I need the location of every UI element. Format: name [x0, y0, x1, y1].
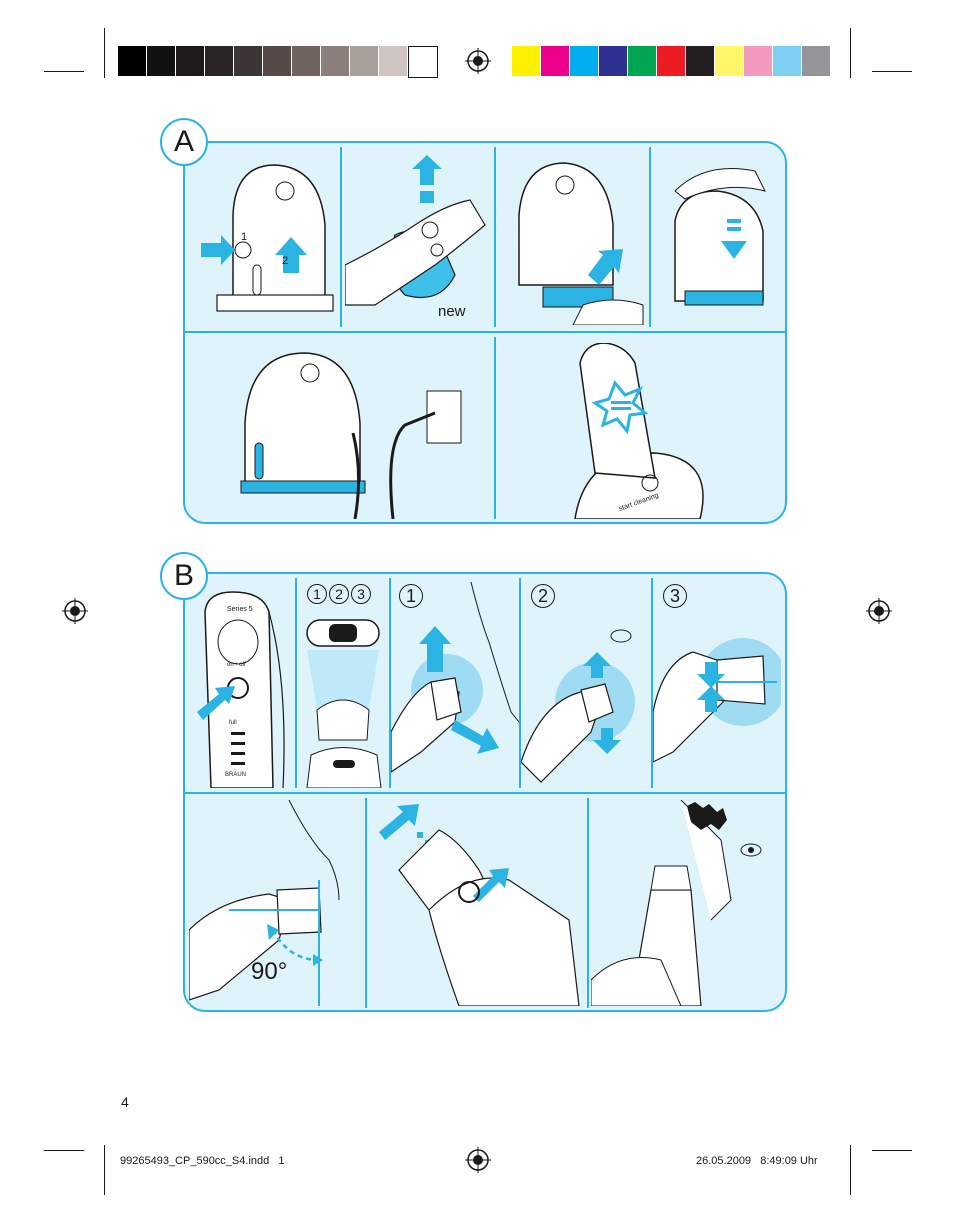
angle-label: 90°: [251, 958, 288, 985]
trim-moustache-illustration: [521, 629, 635, 783]
color-swatch: [118, 46, 146, 76]
position-badge-1: 1: [307, 584, 327, 604]
cartridge-remove-illustration: [345, 155, 486, 306]
color-swatch: [773, 46, 801, 76]
footer-file-name: 99265493_CP_590cc_S4.indd 1: [120, 1155, 285, 1167]
trim-sideburns-illustration: [391, 582, 519, 773]
color-swatch: [350, 46, 378, 76]
color-swatch: [570, 46, 598, 76]
station-plug-illustration: [240, 352, 462, 519]
panel-a: 1 2 new: [183, 141, 787, 524]
color-swatch: [802, 46, 830, 76]
step-badge-1: 1: [399, 584, 423, 608]
color-swatch: [686, 46, 714, 76]
step-badge-2: 2: [531, 584, 555, 608]
station-press-illustration: [674, 168, 766, 306]
page-number: 4: [121, 1094, 129, 1110]
color-swatch: [234, 46, 262, 76]
full-label: full: [229, 720, 237, 726]
step-marker-2: 2: [282, 255, 289, 267]
long-hair-trimmer-illustration: [591, 800, 762, 1006]
crop-mark-bl-h: [44, 1150, 84, 1151]
color-swatch: [147, 46, 175, 76]
pull-head-illustration: [379, 804, 580, 1006]
brand-label: BRAUN: [225, 772, 247, 778]
color-swatch: [321, 46, 349, 76]
step-marker-1: 1: [241, 231, 248, 243]
color-swatch: [176, 46, 204, 76]
position-badge-2: 2: [329, 584, 349, 604]
color-swatch: [715, 46, 743, 76]
new-cartridge-label: new: [438, 303, 466, 320]
crop-mark-br-h: [872, 1150, 912, 1151]
color-swatch: [205, 46, 233, 76]
section-b-badge: B: [160, 552, 208, 600]
crop-mark-tr-v: [850, 28, 851, 78]
color-swatch: [408, 46, 438, 78]
position-badges: 1 2 3: [307, 584, 387, 606]
step-badge-3: 3: [663, 584, 687, 608]
trim-angle-illustration: [189, 800, 340, 1006]
shaver-in-station-illustration: [574, 343, 704, 519]
crop-mark-tr-h: [872, 71, 912, 72]
section-a-badge: A: [160, 118, 208, 166]
color-swatch: [512, 46, 540, 76]
color-swatch: [657, 46, 685, 76]
registration-mark-left: [62, 598, 88, 624]
cartridge-insert-illustration: [518, 162, 644, 325]
color-swatch: [263, 46, 291, 76]
registration-mark-top: [465, 48, 491, 74]
registration-mark-bottom: [465, 1147, 491, 1173]
color-swatch: [599, 46, 627, 76]
crop-mark-tl-v: [104, 28, 105, 78]
color-swatch: [541, 46, 569, 76]
registration-mark-right: [866, 598, 892, 624]
shaver-on-off-illustration: [197, 591, 285, 788]
panel-b: Series 5 on • off full BRAUN 1 2 3 1 2 3: [183, 572, 787, 1012]
footer-timestamp: 26.05.2009 8:49:09 Uhr: [696, 1155, 818, 1167]
series-label: Series 5: [227, 606, 253, 613]
color-swatch: [292, 46, 320, 76]
crop-mark-tl-h: [44, 71, 84, 72]
crop-mark-bl-v: [104, 1145, 105, 1195]
position-badge-3: 3: [351, 584, 371, 604]
color-swatch: [744, 46, 772, 76]
color-swatch: [628, 46, 656, 76]
on-off-label: on • off: [227, 662, 246, 668]
switch-trimmer-illustration: [306, 619, 382, 788]
color-swatch: [379, 46, 407, 76]
station-release-illustration: [201, 164, 334, 312]
trim-nose-illustration: [653, 638, 781, 763]
crop-mark-br-v: [850, 1145, 851, 1195]
